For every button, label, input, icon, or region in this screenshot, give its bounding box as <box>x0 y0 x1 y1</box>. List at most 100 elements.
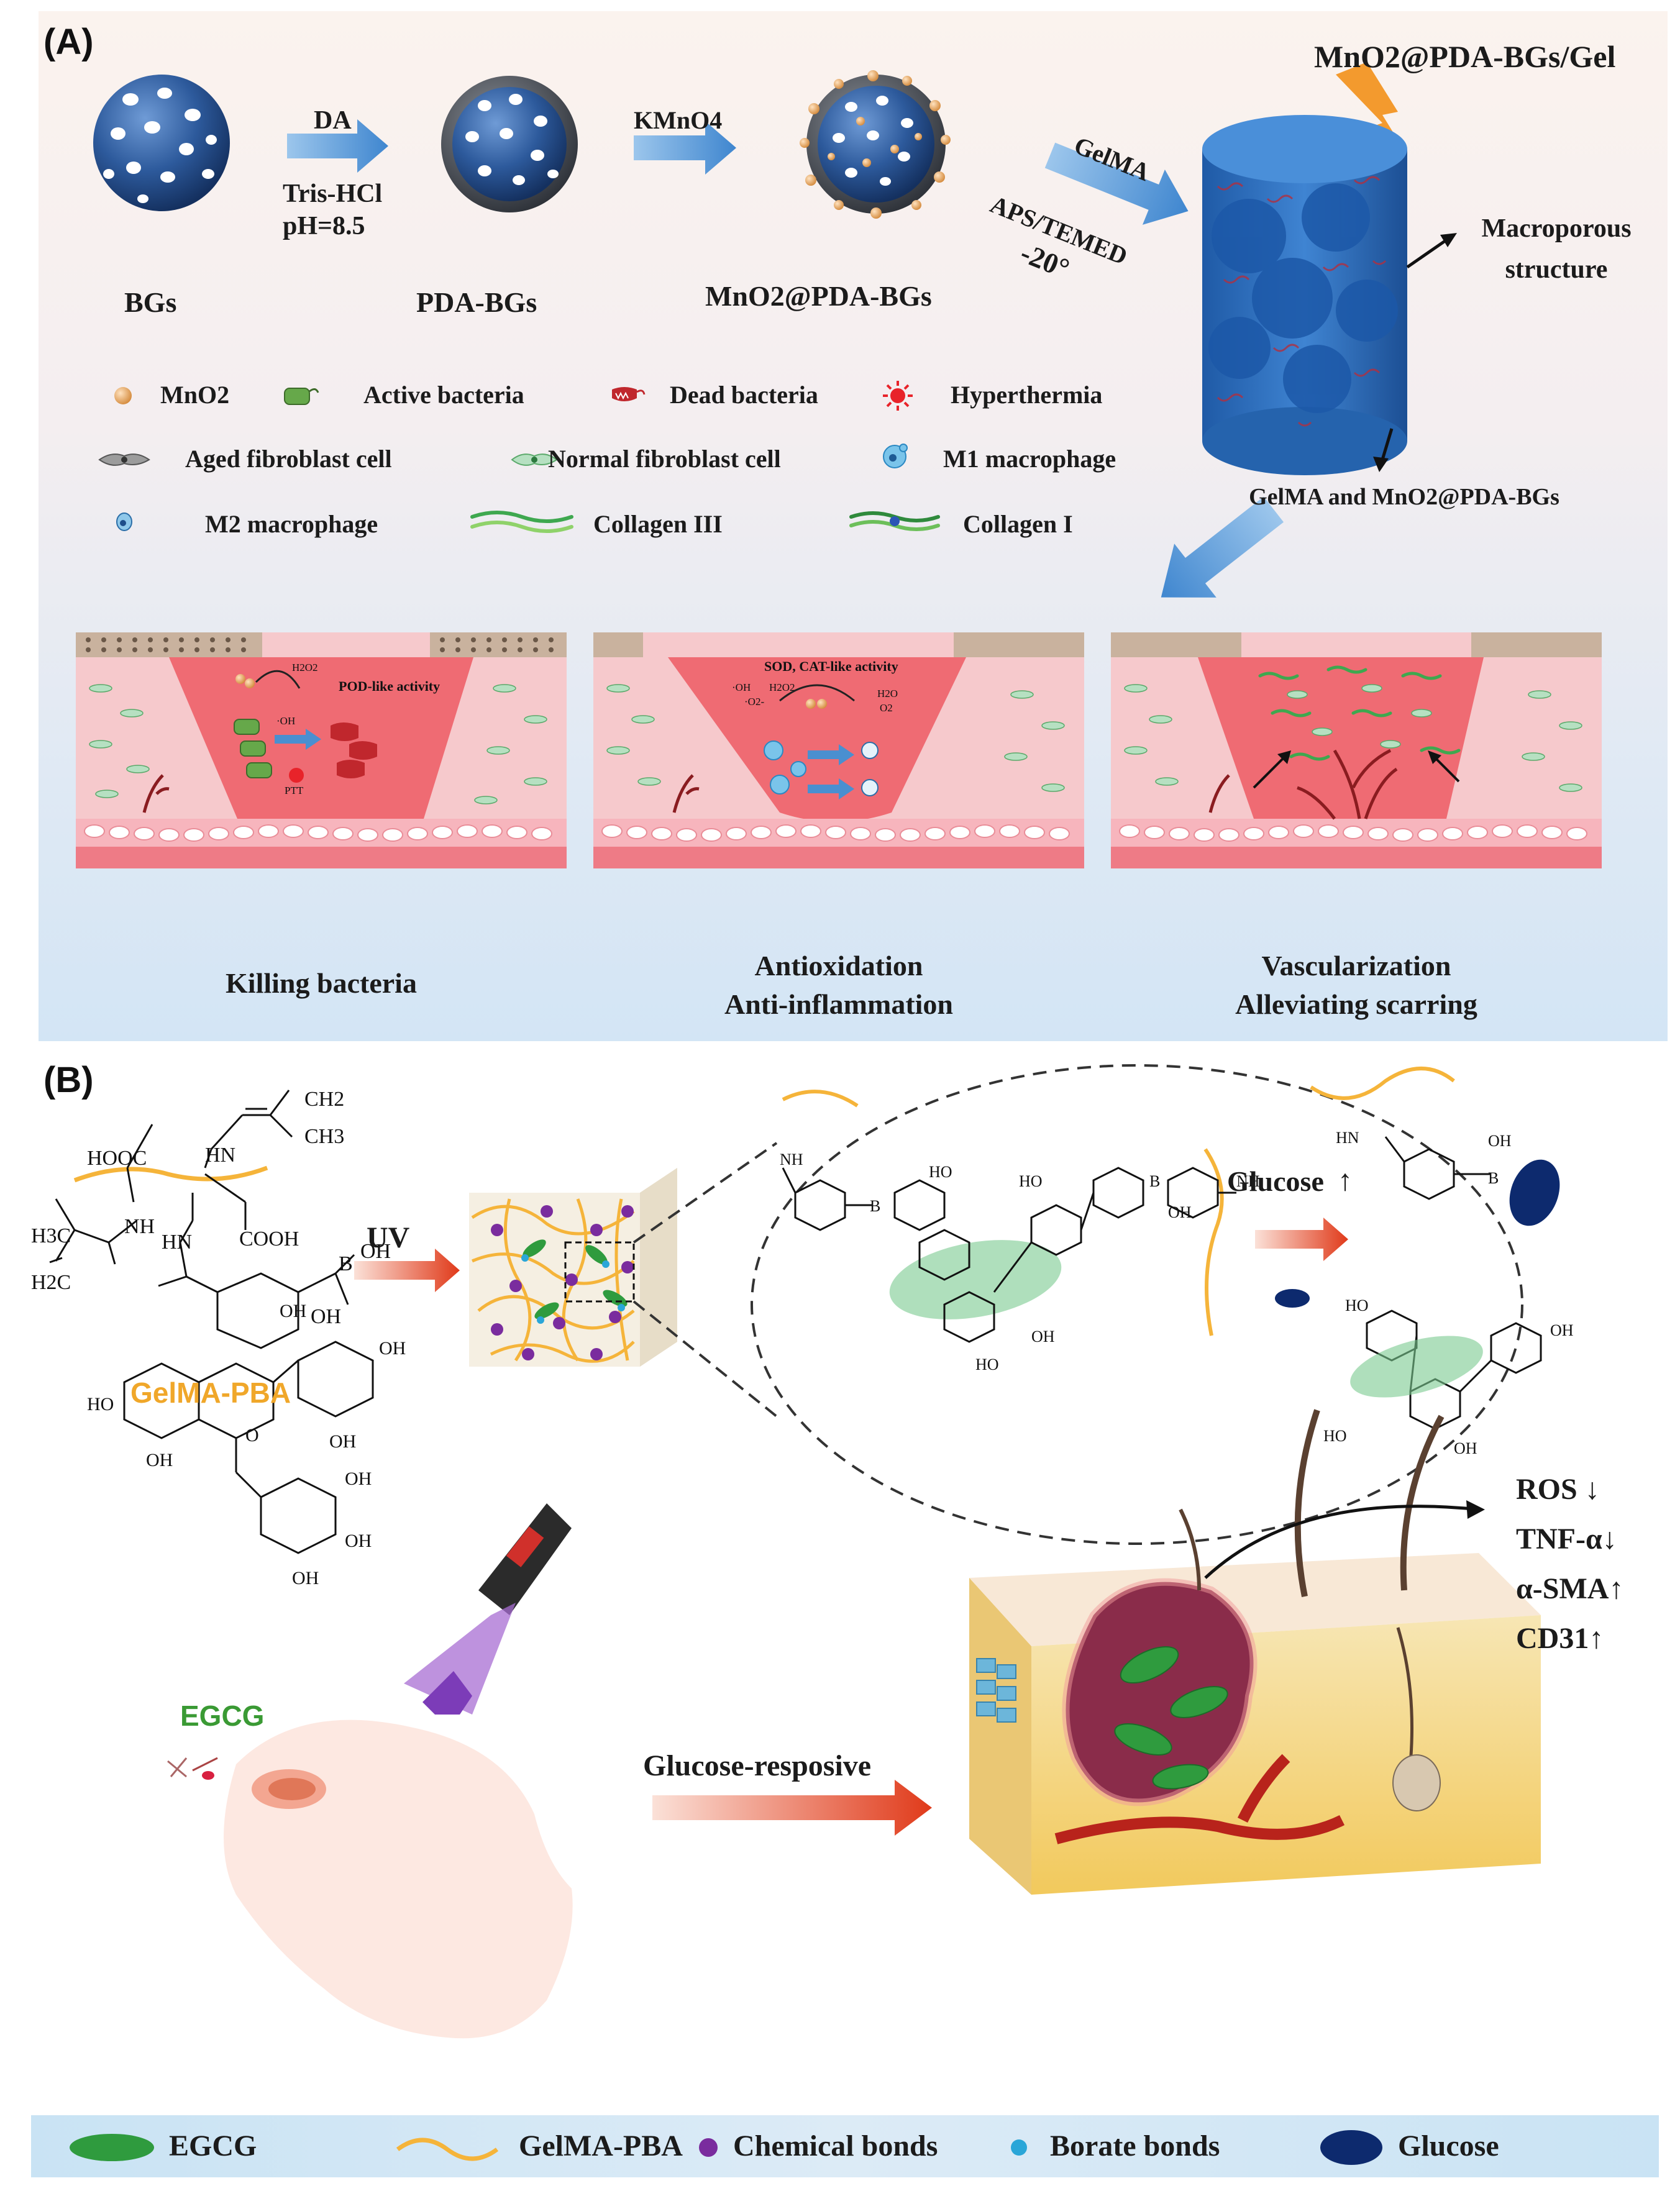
hydrogel-cylinder <box>1202 115 1457 475</box>
legend-dead-bacteria: Dead bacteria <box>670 381 818 409</box>
caption-antioxidation: Antioxidation <box>754 950 923 982</box>
arrow-to-wounds <box>1161 496 1284 598</box>
egcg-oh-3: OH <box>379 1338 406 1359</box>
h2o2-text-2: H2O2 <box>769 681 795 693</box>
particle-label-mno2-pda-bgs: MnO2@PDA-BGs <box>705 280 932 312</box>
egcg-structure <box>123 1341 374 1554</box>
egcg-oh-1: OH <box>146 1450 173 1470</box>
step1-buffer: Tris-HCl <box>283 180 383 208</box>
chemical-bond-dot-icon <box>699 2138 718 2157</box>
egcg-label: EGCG <box>180 1700 265 1732</box>
ch3-text: CH3 <box>304 1125 344 1148</box>
caption-alleviating-scarring: Alleviating scarring <box>1235 988 1477 1020</box>
glucose-up-arrow-icon: ↑ <box>1338 1164 1353 1197</box>
complex-b-2: B <box>1149 1172 1160 1190</box>
arrow-to-hydrogel <box>1044 142 1189 225</box>
released-products: HN B OH HO OH HO OH <box>1310 1067 1574 1457</box>
h2c-text: H2C <box>31 1271 71 1294</box>
cooh-text: COOH <box>239 1228 299 1250</box>
mouse-illustration <box>167 1720 573 2039</box>
marker-tnf: TNF-α↓ <box>1516 1523 1617 1556</box>
product-ho-2: HO <box>1323 1427 1347 1445</box>
step2-reagent: KMnO4 <box>634 106 723 134</box>
complex-nh: NH <box>780 1150 803 1168</box>
glucose-molecule-icon <box>1275 1289 1310 1308</box>
egcg-leaf-icon <box>70 2134 154 2161</box>
complex-oh-2: OH <box>1031 1328 1055 1346</box>
arrow-bgs-to-pda <box>287 119 388 173</box>
gelma-pba-chain-icon <box>396 2138 499 2161</box>
panel-a-graphics: H2O2 POD-like activity ·OH PTT SOD, CAT-… <box>76 62 1602 868</box>
o2-radical-text: ·O2- <box>744 696 764 708</box>
h3c-text: H3C <box>31 1224 71 1247</box>
complex-b-1: B <box>870 1197 880 1215</box>
o2-text: O2 <box>880 702 893 714</box>
macroporous-label: Macroporous structure <box>1481 214 1632 284</box>
product-hn: HN <box>1336 1129 1359 1147</box>
complex-nh-2: NH <box>1236 1172 1260 1190</box>
pod-activity-text: POD-like activity <box>339 678 440 694</box>
skin-block-illustration <box>969 1409 1541 1895</box>
egcg-oh-4: OH <box>329 1431 356 1452</box>
boronate-complex: NH B HO HO B OH HO OH NH <box>780 1090 1260 1373</box>
wound-killing-bacteria <box>76 632 567 868</box>
legend-normal-fibroblast: Normal fibroblast cell <box>548 445 781 473</box>
particle-label-pda-bgs: PDA-BGs <box>416 286 537 318</box>
legend-mno2: MnO2 <box>160 381 230 409</box>
egcg-o-1: O <box>245 1425 259 1446</box>
oh-text-2: ·OH <box>732 681 751 693</box>
legend-active-bacteria: Active bacteria <box>363 381 524 409</box>
wound-annotation-texts: H2O2 POD-like activity ·OH PTT SOD, CAT-… <box>276 658 898 796</box>
marker-cd31: CD31↑ <box>1516 1622 1604 1655</box>
panel-b-legend <box>31 2115 1659 2177</box>
product-b: B <box>1488 1169 1499 1187</box>
legend-aged-fibroblast: Aged fibroblast cell <box>185 445 392 473</box>
h2o-text: H2O <box>877 688 898 699</box>
panel-b-graphics: HOOC CH2 CH3 H3C H2C NH HN HN COOH B OH … <box>31 1064 1574 2039</box>
particle-label-bgs: BGs <box>124 286 177 318</box>
complex-ho-1: HO <box>929 1163 952 1181</box>
egcg-chem-labels: HO OH OH OH OH OH OH OH O <box>87 1301 406 1588</box>
caption-vascularization: Vascularization <box>1261 950 1451 982</box>
nh-text: NH <box>124 1215 155 1238</box>
step1-ph: pH=8.5 <box>283 212 365 240</box>
wound-vascularization <box>1111 632 1602 868</box>
arrow-pda-to-mno2 <box>634 121 736 175</box>
oh-text-b1: OH <box>360 1240 391 1263</box>
gelma-chem-labels: HOOC CH2 CH3 H3C H2C NH HN HN COOH B OH … <box>31 1088 391 1328</box>
panel-a-label: (A) <box>43 22 94 62</box>
legend-b-icons <box>70 2130 1382 2165</box>
caption-killing-bacteria: Killing bacteria <box>226 967 417 999</box>
hn-text-2: HN <box>205 1144 235 1167</box>
complex-labels: NH B HO HO B OH HO OH NH <box>780 1150 1260 1373</box>
marker-ros: ROS ↓ <box>1516 1473 1600 1506</box>
egcg-ho-1: HO <box>87 1394 114 1414</box>
egcg-oh-5: OH <box>345 1469 372 1489</box>
ch2-text: CH2 <box>304 1088 344 1111</box>
panel-b-label: (B) <box>43 1060 94 1100</box>
wound-antioxidation <box>593 632 1084 868</box>
zoom-ellipse <box>751 1064 1523 1545</box>
caption-anti-inflammation: Anti-inflammation <box>724 988 953 1020</box>
mno2-pda-bgs-sphere <box>800 70 951 219</box>
complex-ho-3: HO <box>975 1355 999 1373</box>
hn-text: HN <box>162 1231 192 1254</box>
egcg-oh-2: OH <box>280 1301 306 1321</box>
glucose-responsive-arrow <box>652 1780 932 1836</box>
borate-bond-dot-icon <box>1011 2139 1027 2156</box>
gelma-pba-label: GelMA-PBA <box>130 1377 291 1409</box>
wound-tiles <box>76 632 1602 868</box>
h2o2-text-1: H2O2 <box>292 662 318 673</box>
marker-asma: α-SMA↑ <box>1516 1572 1624 1605</box>
oh-text-1: ·OH <box>276 715 295 727</box>
step1-reagent: DA <box>314 106 352 135</box>
bgs-sphere <box>93 75 230 211</box>
uv-lamp-icon <box>404 1503 572 1715</box>
ptt-text: PTT <box>285 785 304 796</box>
complex-ho-2: HO <box>1019 1172 1043 1190</box>
product-oh-3: OH <box>1454 1439 1477 1457</box>
legend-b-gelma-pba: GelMA-PBA <box>519 2130 683 2162</box>
legend-hyperthermia: Hyperthermia <box>951 381 1103 409</box>
egcg-oh-6: OH <box>345 1531 372 1551</box>
components-label: GelMA and MnO2@PDA-BGs <box>1249 484 1559 510</box>
